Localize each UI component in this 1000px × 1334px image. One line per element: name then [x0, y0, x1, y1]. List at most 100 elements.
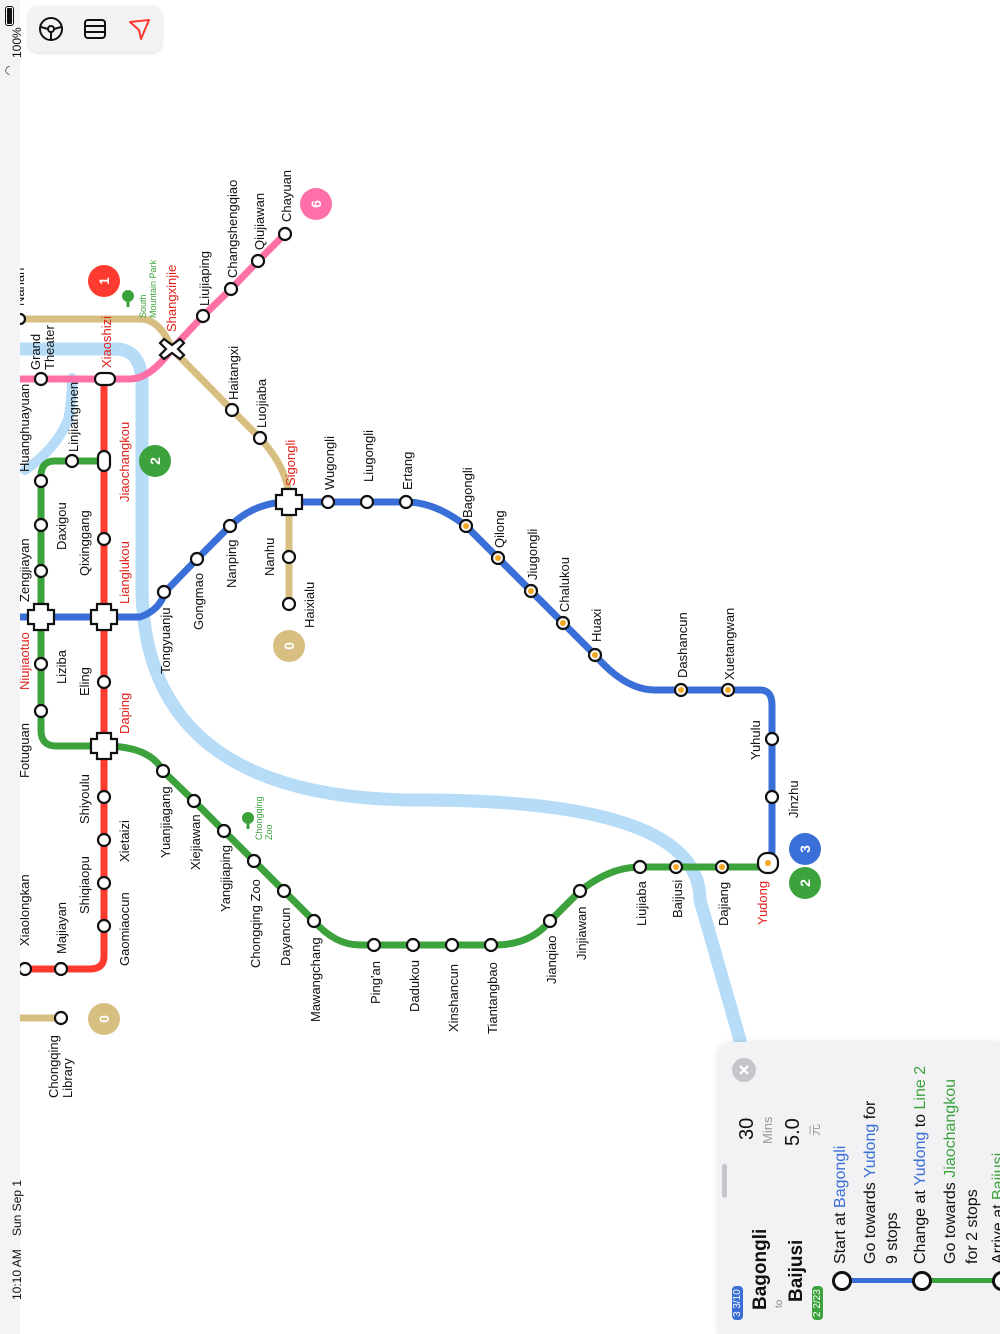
station-label[interactable]: Liujiaba	[634, 880, 649, 926]
station-label[interactable]: Ping'an	[368, 961, 383, 1004]
station-label[interactable]: Tiantangbao	[485, 962, 500, 1034]
station-label[interactable]: Qixinggang	[77, 510, 92, 576]
station-label[interactable]: Daxigou	[54, 502, 69, 550]
line-badge-1[interactable]: 1	[88, 265, 120, 297]
to-line-badge: 2 2/23	[812, 1286, 823, 1320]
line-badge-0b[interactable]: 0	[88, 1003, 120, 1035]
station-label[interactable]: GrandTheater	[28, 325, 57, 370]
station-label[interactable]: Ertang	[400, 452, 415, 490]
station-label[interactable]: Xiejiawan	[188, 814, 203, 870]
station-label[interactable]: Dayancun	[278, 907, 293, 966]
park-label: SouthMountain Park	[138, 259, 158, 318]
station-label[interactable]: Wugongli	[322, 436, 337, 490]
station-label[interactable]: Liujiaping	[197, 251, 212, 306]
station-label[interactable]: Yangjiaping	[218, 845, 233, 912]
station-label[interactable]: Nanhu	[262, 538, 277, 576]
station-label[interactable]: Jianqiao	[544, 936, 559, 984]
station-label[interactable]: Daping	[117, 693, 132, 734]
line0-track	[20, 315, 293, 604]
line-badge-3[interactable]: 3	[789, 833, 821, 865]
station-label[interactable]: Shiyoulu	[77, 774, 92, 824]
station-label[interactable]: Xinshancun	[446, 964, 461, 1032]
line-badge-0a[interactable]: 0	[273, 630, 305, 662]
station-label[interactable]: Luojiaba	[254, 378, 269, 428]
station-label[interactable]: Xietaizi	[117, 820, 132, 862]
map-book-icon[interactable]	[78, 12, 112, 46]
route-panel[interactable]: 3 3/10 Bagongli to Baijusi 2 2/23 30 Min…	[718, 1042, 1000, 1334]
station-label[interactable]: Qiujiawan	[252, 193, 267, 250]
step-node-start	[832, 1271, 852, 1291]
station-label[interactable]: Baijusi	[670, 880, 685, 918]
step-change-line[interactable]: Line 2	[912, 1065, 929, 1110]
station-label[interactable]: Chongqing Zoo	[248, 879, 263, 968]
line3-track	[20, 498, 776, 872]
station-label[interactable]: Chalukou	[557, 557, 572, 612]
station-label[interactable]: Nanping	[224, 540, 239, 588]
station-label[interactable]: Niujiaotuo	[17, 632, 32, 690]
station-label[interactable]: Zengjiayan	[17, 538, 32, 602]
station-label[interactable]: Mawangchang	[308, 937, 323, 1022]
station-label[interactable]: Liziba	[54, 649, 69, 684]
step-change-middle: to	[912, 1109, 929, 1132]
park-label: ChongqingZoo	[254, 796, 274, 840]
station-label[interactable]: Dajiang	[716, 882, 731, 926]
step-go-1-text: Go towards	[862, 1178, 879, 1264]
station-label[interactable]: Gaomiaocun	[117, 892, 132, 966]
station-label[interactable]: Haixialu	[302, 582, 317, 628]
drag-handle[interactable]	[722, 1164, 727, 1198]
station-label[interactable]: Shiqiaopu	[77, 856, 92, 914]
station-label[interactable]: Yudong	[755, 881, 770, 925]
station-label[interactable]: Qilong	[492, 510, 507, 548]
step-start-station[interactable]: Bagongli	[832, 1145, 849, 1208]
step-arrive: Arrive at Baijusi	[990, 1153, 1000, 1264]
station-label[interactable]: Lianglukou	[117, 541, 132, 604]
close-button[interactable]	[732, 1058, 756, 1082]
station-label[interactable]: Yuhulu	[748, 720, 763, 760]
line-badge-2a[interactable]: 2	[139, 445, 171, 477]
line6-track	[20, 231, 288, 383]
station-label[interactable]: Sigongli	[283, 440, 298, 486]
station-label[interactable]: Dadukou	[407, 960, 422, 1012]
step-arrive-station[interactable]: Baijusi	[990, 1152, 1000, 1200]
station-label[interactable]: Xuetangwan	[722, 608, 737, 680]
station-label[interactable]: Gongmao	[191, 573, 206, 630]
station-label[interactable]: Dashancun	[675, 612, 690, 678]
location-arrow-icon[interactable]	[122, 12, 156, 46]
station-label[interactable]: Jiugongli	[525, 529, 540, 580]
station-label[interactable]: ChongqingLibrary	[46, 1035, 75, 1098]
close-icon	[739, 1065, 749, 1075]
svg-text:2: 2	[797, 879, 813, 887]
station-label[interactable]: Jiaochangkou	[117, 422, 132, 502]
svg-text:0: 0	[281, 642, 297, 650]
step-go-2-station[interactable]: Jiaochangkou	[942, 1078, 959, 1178]
line-badge-2b[interactable]: 2	[789, 867, 821, 899]
step-change-station[interactable]: Yudong	[912, 1131, 929, 1186]
station-label[interactable]: Shangxinjie	[164, 265, 179, 332]
step-go-1-station[interactable]: Yudong	[862, 1123, 879, 1179]
station-label[interactable]: Linjiangmen	[66, 382, 81, 452]
steering-wheel-icon[interactable]	[34, 12, 68, 46]
station-label[interactable]: Xiaoshizi	[99, 316, 114, 368]
station-label[interactable]: Changshengqiao	[225, 180, 240, 278]
station-label[interactable]: Xiaolongkan	[17, 874, 32, 946]
station-label[interactable]: Huaxi	[589, 609, 604, 642]
station-label[interactable]: Jinjiawan	[574, 907, 589, 960]
station-label[interactable]: Fotuguan	[17, 723, 32, 778]
station-label[interactable]: Bagongli	[460, 467, 475, 518]
station-label[interactable]: Yuanjiagang	[158, 786, 173, 858]
station-label[interactable]: Haitangxi	[226, 346, 241, 400]
station-label[interactable]: Jinzhu	[786, 780, 801, 818]
step-start-text: Start at	[832, 1207, 849, 1264]
station-label[interactable]: Huanghuayuan	[17, 384, 32, 472]
station-label[interactable]: Eling	[77, 667, 92, 696]
station-label[interactable]: Majiayan	[54, 902, 69, 954]
station-label[interactable]: Tongyuanju	[158, 608, 173, 675]
station-label[interactable]: Chayuan	[279, 170, 294, 222]
step-arrive-text: Arrive at	[990, 1204, 1000, 1264]
line-badge-6[interactable]: 6	[300, 188, 332, 220]
step-track-green	[924, 1278, 1000, 1283]
station-label[interactable]: Liugongli	[361, 430, 376, 482]
to-word: to	[774, 1299, 785, 1308]
